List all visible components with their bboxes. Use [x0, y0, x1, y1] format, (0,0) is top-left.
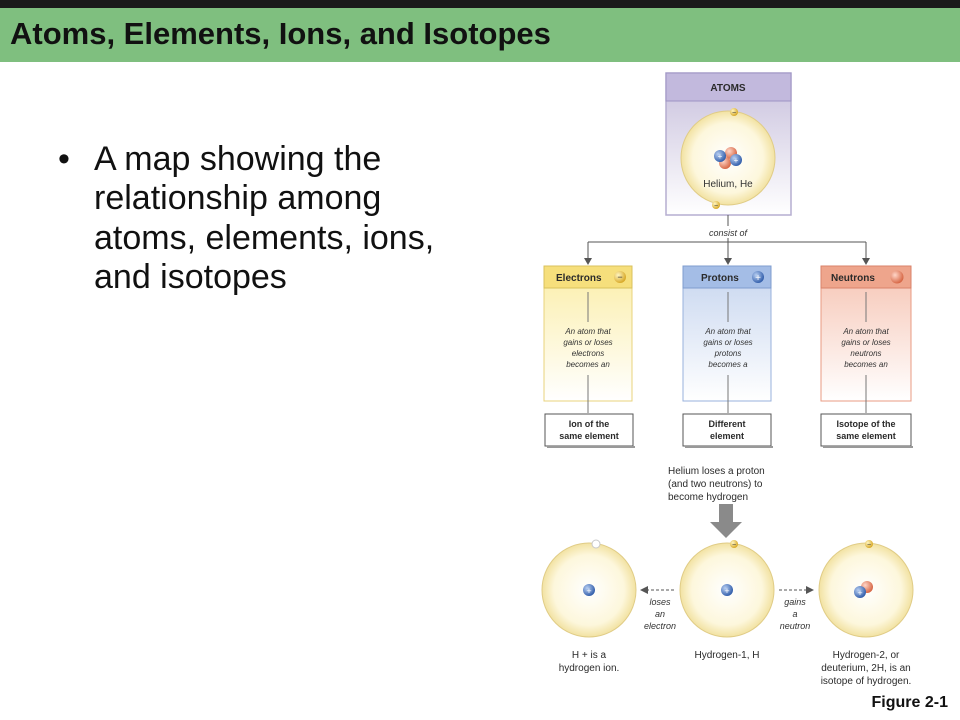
svg-text:+: +	[586, 586, 591, 596]
svg-text:neutrons: neutrons	[850, 349, 881, 358]
svg-text:An atom that: An atom that	[564, 327, 611, 336]
svg-text:an: an	[655, 609, 665, 619]
svg-text:−: −	[714, 203, 718, 210]
svg-text:electrons: electrons	[572, 349, 604, 358]
helium-note: Helium loses a proton (and two neutrons)…	[668, 466, 765, 503]
svg-text:−: −	[867, 542, 871, 549]
svg-text:+: +	[755, 273, 761, 284]
svg-text:become hydrogen: become hydrogen	[668, 492, 748, 503]
electrons-header: Electrons	[556, 273, 602, 284]
consist-of-label: consist of	[709, 228, 749, 238]
proton-icon	[721, 584, 733, 596]
svg-text:−: −	[617, 272, 622, 282]
svg-text:hydrogen ion.: hydrogen ion.	[559, 663, 620, 674]
svg-text:becomes a: becomes a	[708, 360, 748, 369]
neutrons-header: Neutrons	[831, 273, 875, 284]
svg-text:H + is a: H + is a	[572, 650, 607, 661]
electron-icon	[730, 540, 738, 548]
proton-icon	[714, 150, 726, 162]
neutrons-column: Neutrons An atom that gains or loses neu…	[820, 265, 912, 413]
figure-label: Figure 2-1	[871, 694, 948, 711]
svg-text:Hydrogen-1, H: Hydrogen-1, H	[694, 650, 759, 661]
proton-icon	[583, 584, 595, 596]
svg-text:An atom that: An atom that	[704, 327, 751, 336]
svg-text:electron: electron	[644, 621, 676, 631]
svg-text:element: element	[710, 431, 744, 441]
hydrogen-ion-atom: + H + is a hydrogen ion.	[541, 539, 637, 674]
svg-text:gains or loses: gains or loses	[563, 338, 612, 347]
electron-icon	[614, 271, 626, 283]
svg-text:(and two neutrons) to: (and two neutrons) to	[668, 479, 763, 490]
neutron-icon	[890, 270, 904, 284]
svg-text:becomes an: becomes an	[844, 360, 888, 369]
svg-text:becomes an: becomes an	[566, 360, 610, 369]
protons-column: Protons + An atom that gains or loses pr…	[682, 265, 772, 413]
svg-text:+: +	[718, 152, 723, 161]
electron-icon	[730, 108, 738, 116]
svg-text:Isotope of the: Isotope of the	[837, 419, 896, 429]
svg-text:protons: protons	[714, 349, 742, 358]
isotope-result-box: Isotope of the same element	[820, 413, 913, 448]
svg-text:Hydrogen-2, or: Hydrogen-2, or	[833, 650, 900, 661]
proton-icon	[752, 271, 764, 283]
svg-text:gains or loses: gains or loses	[703, 338, 752, 347]
atoms-header: ATOMS	[710, 83, 746, 94]
svg-text:isotope of hydrogen.: isotope of hydrogen.	[821, 676, 912, 687]
empty-electron-icon	[591, 539, 601, 549]
ion-result-box: Ion of the same element	[544, 413, 635, 448]
svg-text:gains: gains	[784, 597, 806, 607]
electron-icon	[712, 201, 720, 209]
svg-text:Helium loses a proton: Helium loses a proton	[668, 466, 765, 477]
hydrogen-1-atom: − + Hydrogen-1, H	[679, 540, 775, 661]
svg-text:gains or loses: gains or loses	[841, 338, 890, 347]
proton-icon	[730, 154, 742, 166]
bullet-text: A map showing the relationship among ato…	[94, 140, 435, 297]
svg-text:Ion of the: Ion of the	[569, 419, 610, 429]
gains-neutron-arrow: gains a neutron	[779, 586, 814, 631]
svg-text:−: −	[732, 542, 736, 549]
svg-text:deuterium, 2H, is an: deuterium, 2H, is an	[821, 663, 911, 674]
proton-icon	[854, 586, 866, 598]
atoms-node: ATOMS − − + + Helium, He	[665, 72, 792, 216]
svg-text:+: +	[857, 588, 862, 598]
element-result-box: Different element	[682, 413, 773, 448]
svg-text:loses: loses	[649, 597, 671, 607]
svg-text:Different: Different	[708, 419, 745, 429]
protons-header: Protons	[701, 273, 739, 284]
loses-electron-arrow: loses an electron	[640, 586, 676, 631]
down-arrow-icon	[710, 504, 742, 538]
consist-of-connector	[587, 215, 867, 262]
svg-text:a: a	[792, 609, 797, 619]
svg-text:same element: same element	[836, 431, 896, 441]
electrons-column: Electrons − An atom that gains or loses …	[543, 265, 633, 413]
svg-text:−: −	[732, 110, 736, 117]
svg-text:+: +	[734, 156, 739, 165]
hydrogen-2-atom: − + Hydrogen-2, or deuterium, 2H, is an …	[818, 540, 914, 687]
slide-title: Atoms, Elements, Ions, and Isotopes	[10, 16, 551, 51]
svg-text:neutron: neutron	[780, 621, 811, 631]
electron-icon	[865, 540, 873, 548]
title-bar: Atoms, Elements, Ions, and Isotopes	[0, 0, 960, 62]
bullet-dot: •	[58, 140, 70, 178]
helium-label: Helium, He	[703, 179, 753, 190]
svg-text:+: +	[724, 586, 729, 596]
svg-text:An atom that: An atom that	[842, 327, 889, 336]
svg-text:same element: same element	[559, 431, 619, 441]
